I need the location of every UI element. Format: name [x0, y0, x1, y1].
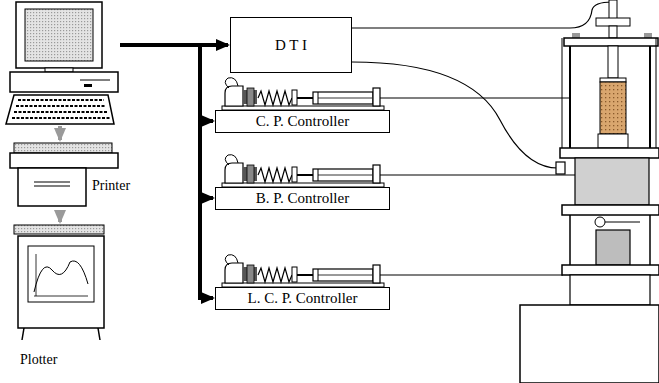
controller-box: B. P. Controller — [215, 187, 390, 210]
triaxial-cell — [596, 230, 630, 265]
controller-box: C. P. Controller — [215, 110, 390, 133]
triaxial-cell — [569, 46, 571, 148]
plotter-symbol — [28, 246, 94, 302]
computer-unit — [84, 84, 92, 87]
box-label: C. P. Controller — [256, 113, 349, 130]
computer-monitor — [16, 2, 102, 72]
triaxial-cell — [570, 275, 650, 305]
printer-symbol — [34, 181, 70, 182]
plotter-label-node: Plotter — [8, 222, 132, 374]
output-arrow — [60, 126, 61, 140]
printer-symbol — [14, 143, 112, 153]
triaxial-cell — [656, 38, 657, 158]
keyboard — [6, 95, 114, 124]
triaxial-cell — [609, 0, 617, 20]
data-bus — [120, 45, 228, 299]
plotter-symbol — [18, 236, 104, 328]
pressure-pump — [222, 155, 384, 187]
pressure-line — [380, 98, 575, 275]
output-arrow — [58, 210, 62, 222]
keyboard — [6, 95, 114, 124]
box-label: L. C. P. Controller — [247, 290, 357, 307]
output-arrow — [58, 126, 62, 140]
plotter-symbol — [34, 254, 88, 296]
triaxial-cell — [598, 134, 628, 148]
process-box: D T I — [230, 17, 352, 73]
data-bus — [198, 196, 213, 200]
signal-wire — [352, 2, 612, 28]
plotter-symbol — [14, 225, 104, 234]
computer-monitor — [16, 2, 102, 68]
plotter-symbol — [98, 328, 100, 340]
printer-label-node: Printer — [8, 140, 226, 210]
data-bus — [198, 45, 202, 299]
triaxial-cell — [596, 18, 630, 26]
triaxial-cell — [564, 38, 658, 46]
triaxial-cell — [520, 0, 659, 383]
triaxial-cell — [608, 46, 618, 78]
pressure-line — [380, 274, 563, 275]
printer-symbol — [10, 153, 118, 168]
triaxial-cell — [609, 26, 617, 38]
signal-wire — [556, 162, 565, 174]
printer-symbol — [10, 143, 118, 206]
triaxial-cell — [649, 46, 651, 148]
pressure-line — [380, 174, 575, 175]
triaxial-cell — [562, 205, 659, 215]
controller-box: L. C. P. Controller — [215, 287, 390, 310]
triaxial-cell — [649, 215, 651, 265]
printer-symbol — [34, 185, 70, 186]
triaxial-cell — [562, 38, 563, 158]
computer-monitor — [25, 9, 93, 61]
box-label: B. P. Controller — [256, 190, 349, 207]
pressure-pump — [222, 255, 384, 287]
keyboard — [12, 100, 110, 118]
triaxial-cell — [600, 82, 626, 134]
data-bus — [120, 43, 228, 47]
pressure-line — [380, 97, 569, 98]
plotter-symbol — [14, 225, 104, 340]
computer-unit — [80, 80, 110, 81]
triaxial-cell — [560, 148, 659, 158]
computer-unit — [10, 72, 118, 92]
triaxial-cell — [595, 217, 605, 227]
triaxial-cell — [569, 215, 571, 265]
device-label: Plotter — [20, 352, 144, 367]
triaxial-cell — [562, 265, 659, 275]
box-label: D T I — [275, 37, 307, 54]
triaxial-cell — [575, 158, 649, 205]
triaxial-cell — [605, 222, 640, 223]
computer-unit — [10, 72, 118, 92]
data-bus — [198, 296, 213, 300]
plotter-symbol — [22, 328, 24, 340]
printer-symbol — [18, 168, 86, 206]
triaxial-cell — [520, 305, 659, 383]
data-bus — [198, 119, 213, 123]
plotter-symbol — [34, 261, 88, 292]
pressure-pump — [222, 78, 384, 110]
triaxial-cell — [600, 78, 626, 82]
